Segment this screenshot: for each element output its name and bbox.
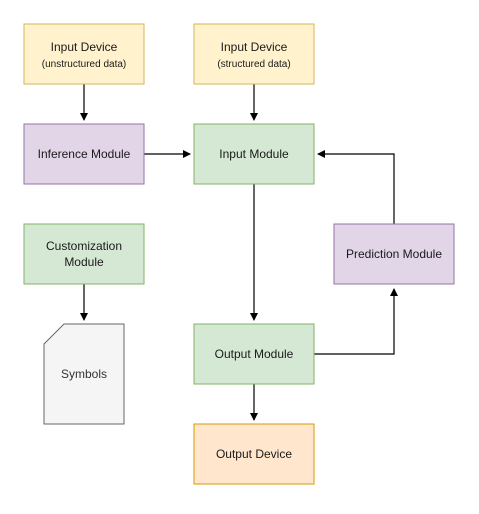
inference-module-label: Inference Module	[38, 147, 131, 161]
input-device-unstructured-title: Input Device	[51, 40, 118, 54]
output-module-label: Output Module	[215, 347, 294, 361]
node-prediction-module: Prediction Module	[333, 223, 455, 285]
customization-module-line2: Module	[64, 255, 104, 269]
node-symbols: Symbols	[43, 323, 125, 425]
node-inference-module: Inference Module	[23, 123, 145, 185]
prediction-module-label: Prediction Module	[346, 247, 442, 261]
node-input-device-structured: Input Device (structured data)	[193, 23, 315, 85]
node-output-device: Output Device	[193, 423, 315, 485]
node-customization-module: Customization Module	[23, 223, 145, 285]
input-module-label: Input Module	[219, 147, 289, 161]
input-device-structured-subtitle: (structured data)	[217, 59, 290, 70]
customization-module-line1: Customization	[46, 239, 122, 253]
input-device-structured-title: Input Device	[221, 40, 288, 54]
symbols-label: Symbols	[61, 367, 107, 381]
edges	[80, 84, 398, 421]
node-input-module: Input Module	[193, 123, 315, 185]
node-output-module: Output Module	[193, 323, 315, 385]
output-device-label: Output Device	[216, 447, 292, 461]
edge-output-module-to-prediction	[314, 288, 398, 355]
node-input-device-unstructured: Input Device (unstructured data)	[23, 23, 145, 85]
edge-prediction-to-input-module	[317, 150, 395, 224]
input-device-unstructured-subtitle: (unstructured data)	[42, 59, 127, 70]
